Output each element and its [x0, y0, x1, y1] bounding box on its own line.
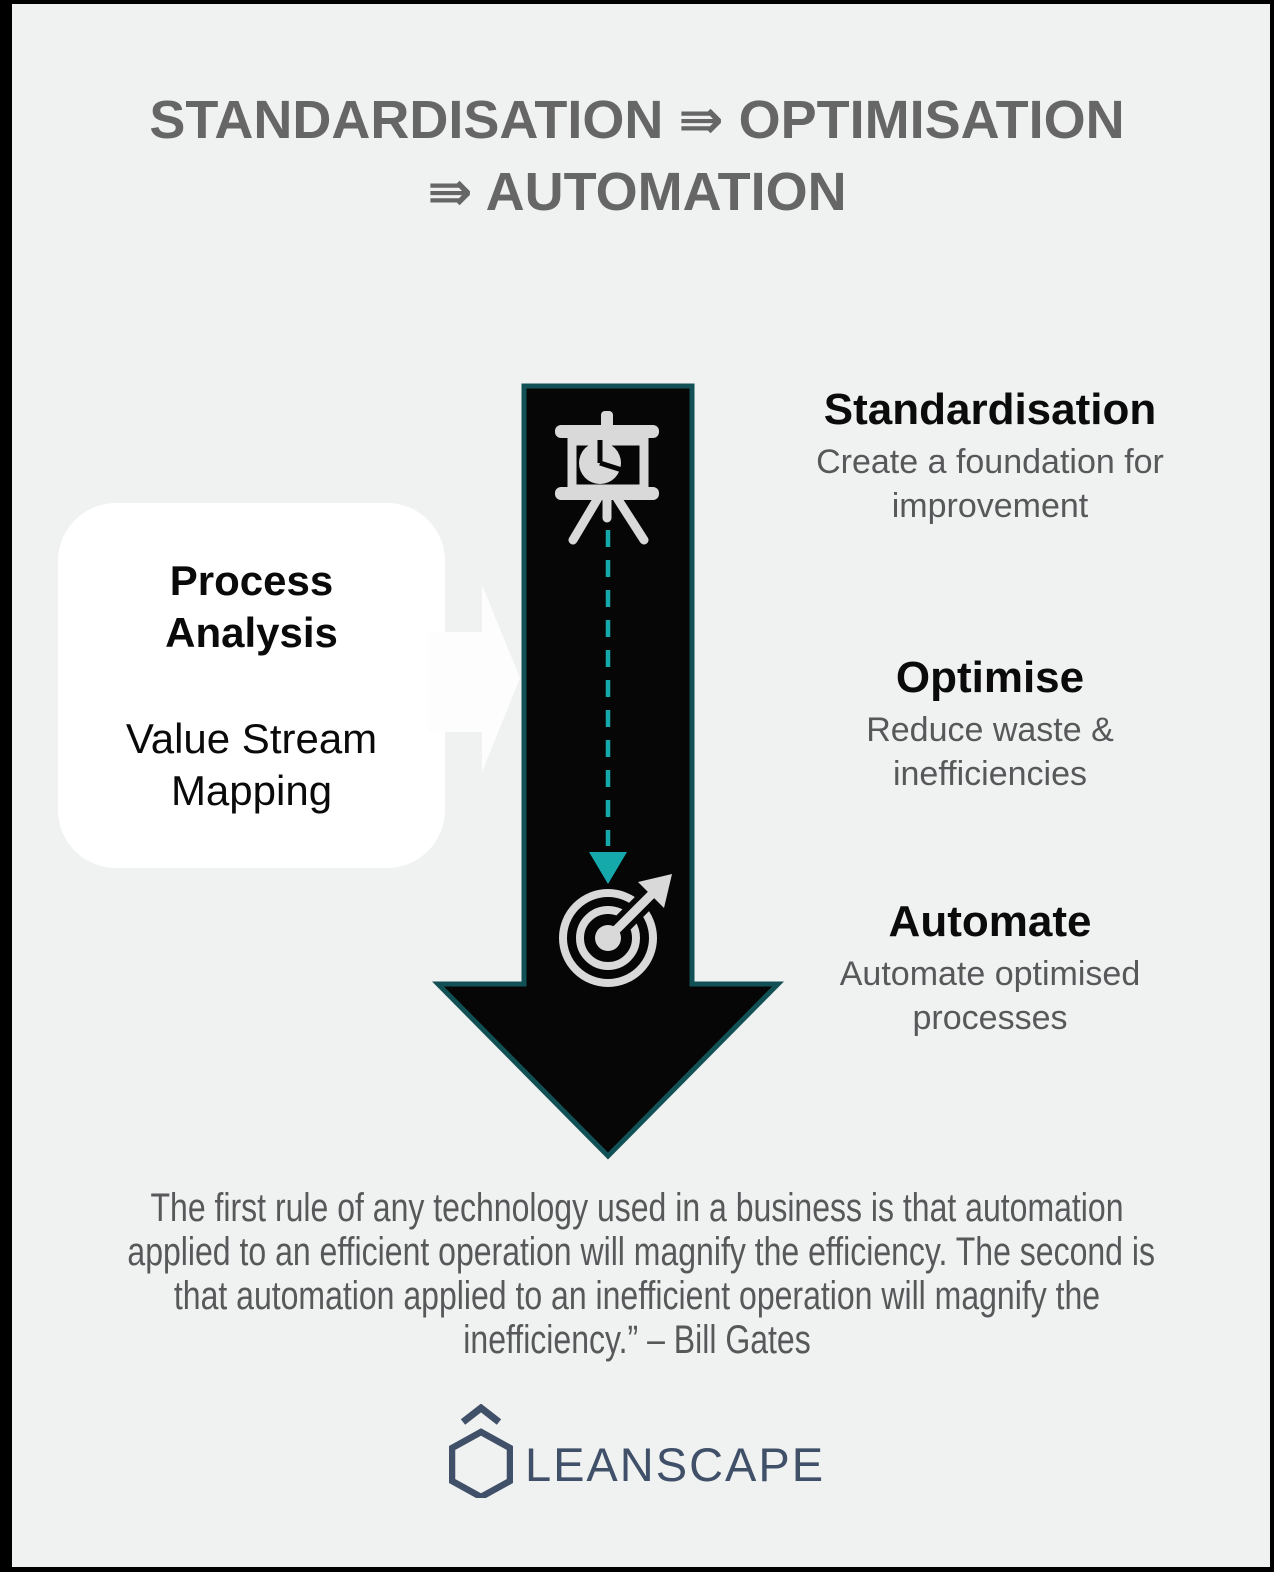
- page-title-line2: ⇛ AUTOMATION: [427, 162, 847, 222]
- process-right-arrow: [428, 585, 520, 772]
- quote-line: applied to an efficient operation will m…: [127, 1230, 1155, 1274]
- stage-standardisation: Standardisation Create a foundation for …: [770, 384, 1210, 528]
- process-box-subheading: Value Stream Mapping: [125, 714, 378, 814]
- quote-line: that automation applied to an inefficien…: [173, 1274, 1101, 1318]
- leanscape-logo: LEANSCAPE: [0, 1404, 1274, 1498]
- stage-title: Standardisation: [823, 385, 1157, 434]
- quote-line: inefficiency.” – Bill Gates: [463, 1318, 811, 1362]
- bill-gates-quote: The first rule of any technology used in…: [0, 1186, 1274, 1362]
- hexagon-chevron-icon: [448, 1404, 513, 1498]
- process-box-heading: Process Analysis: [165, 556, 338, 656]
- stage-title: Automate: [888, 897, 1092, 946]
- process-analysis-box: Process Analysis Value Stream Mapping: [58, 503, 445, 868]
- stage-description: Automate optimised processes: [839, 955, 1141, 1037]
- logo-wordmark: LEANSCAPE: [524, 1438, 826, 1491]
- stage-automate: Automate Automate optimised processes: [770, 896, 1210, 1040]
- presentation-chart-icon: [555, 411, 659, 545]
- stage-description: Reduce waste & inefficiencies: [866, 711, 1114, 793]
- stage-description: Create a foundation for improvement: [816, 443, 1164, 525]
- dashed-down-connector: [589, 530, 627, 884]
- stage-optimise: Optimise Reduce waste & inefficiencies: [770, 652, 1210, 796]
- target-arrow-icon: [559, 874, 672, 987]
- page-title-line1: STANDARDISATION ⇛ OPTIMISATION: [149, 90, 1125, 150]
- quote-line: The first rule of any technology used in…: [150, 1186, 1124, 1230]
- stage-title: Optimise: [895, 653, 1085, 702]
- connector-arrowhead-icon: [589, 852, 627, 884]
- page-title: STANDARDISATION ⇛ OPTIMISATION ⇛ AUTOMAT…: [0, 84, 1274, 228]
